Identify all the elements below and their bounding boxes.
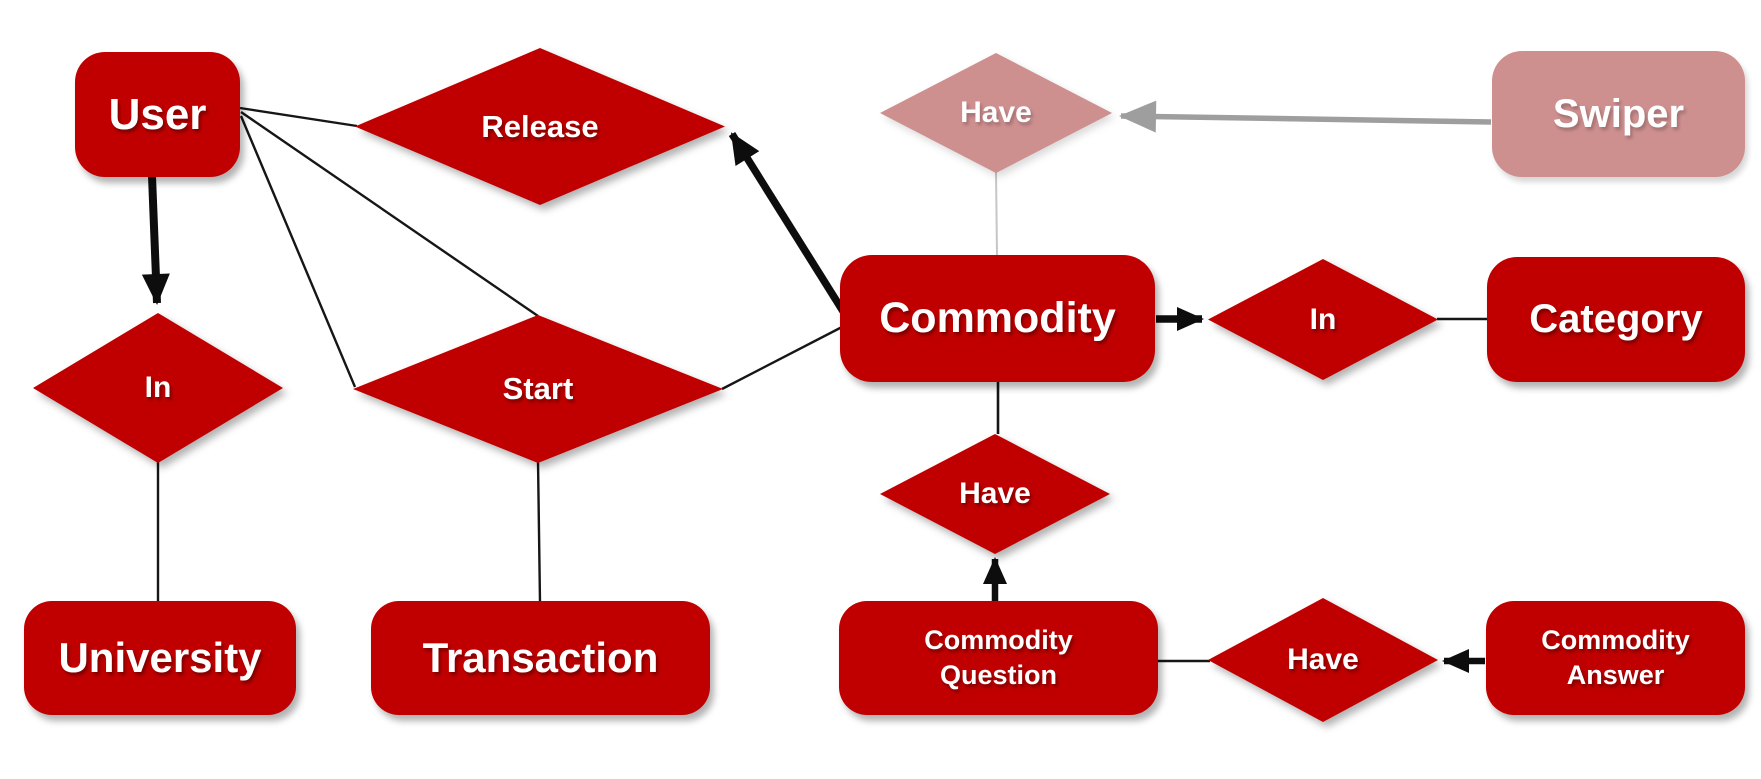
relationship-in-category-label: In bbox=[1309, 302, 1337, 336]
entity-university: University bbox=[24, 601, 296, 715]
edge-start-transaction bbox=[536, 460, 542, 603]
relationship-have-swiper-label: Have bbox=[960, 96, 1032, 129]
relationship-have-question: Have bbox=[880, 434, 1110, 554]
relationship-in-category: In bbox=[1208, 259, 1438, 380]
entity-category: Category bbox=[1487, 257, 1745, 382]
entity-user: User bbox=[75, 52, 240, 177]
relationship-start-label: Start bbox=[502, 371, 574, 406]
relationship-have-answer-label: Have bbox=[1287, 643, 1359, 676]
edge-start-commodity bbox=[721, 325, 843, 391]
relationship-have-swiper: Have bbox=[880, 53, 1112, 173]
relationship-have-answer: Have bbox=[1208, 598, 1438, 722]
entity-commodity-answer-label: Commodity Answer bbox=[1541, 624, 1690, 690]
edge-commodity-release bbox=[728, 132, 850, 318]
entity-commodity-label: Commodity bbox=[879, 294, 1116, 342]
relationship-release-label: Release bbox=[481, 108, 599, 144]
entity-commodity-question-label: Commodity Question bbox=[924, 624, 1073, 690]
entity-transaction: Transaction bbox=[371, 601, 710, 715]
entity-swiper-label: Swiper bbox=[1552, 91, 1685, 136]
relationship-release: Release bbox=[355, 48, 725, 205]
edge-user-in bbox=[141, 175, 170, 305]
entity-university-label: University bbox=[58, 634, 262, 681]
entity-commodity-answer: Commodity Answer bbox=[1486, 601, 1745, 715]
edge-user-start-left bbox=[239, 115, 357, 388]
entity-user-label: User bbox=[108, 89, 207, 139]
entity-swiper: Swiper bbox=[1492, 51, 1745, 177]
entity-category-label: Category bbox=[1529, 297, 1703, 341]
entity-transaction-label: Transaction bbox=[422, 634, 659, 681]
edge-swiper-have bbox=[1119, 100, 1492, 133]
edge-user-release bbox=[239, 106, 358, 128]
entity-commodity: Commodity bbox=[840, 255, 1155, 382]
relationship-in-university: In bbox=[33, 313, 283, 463]
entity-commodity-question: Commodity Question bbox=[839, 601, 1158, 715]
edge-user-start-top bbox=[240, 111, 539, 317]
relationship-start: Start bbox=[353, 315, 723, 463]
relationship-in-university-label: In bbox=[144, 371, 172, 404]
relationship-have-question-label: Have bbox=[959, 477, 1031, 510]
edge-have-commodity-muted bbox=[995, 170, 998, 257]
